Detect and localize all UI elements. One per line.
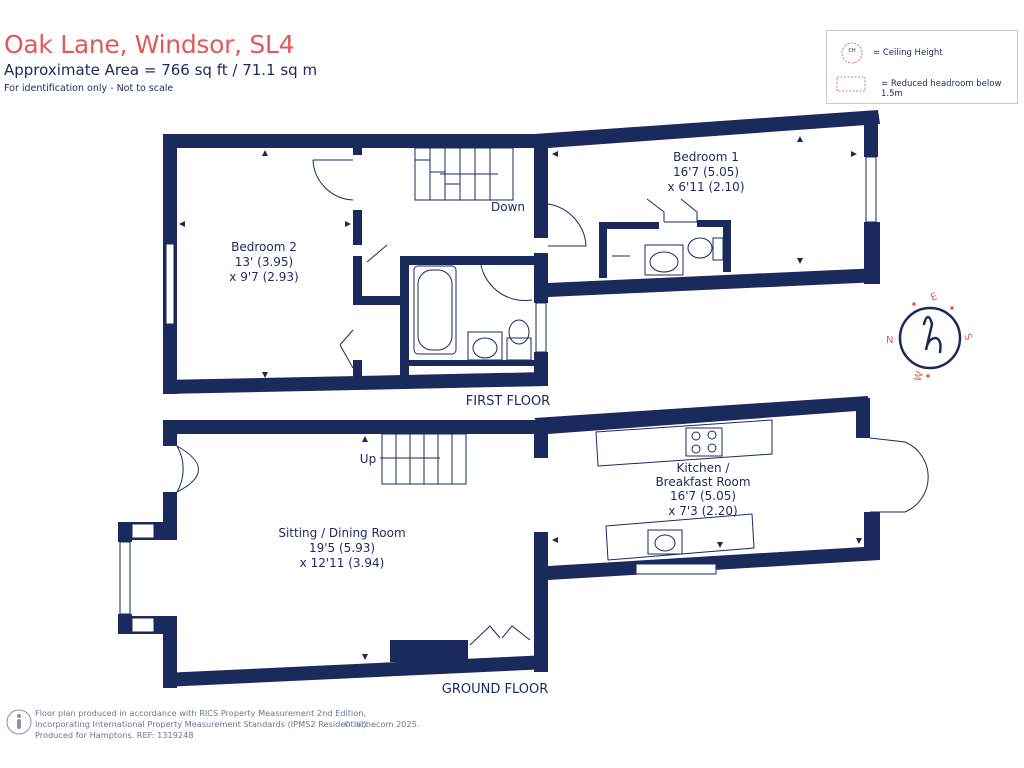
compass-n: N <box>886 335 893 346</box>
legend-box: CH = Ceiling Height = Reduced headroom b… <box>826 30 1018 104</box>
sitting-dim1: 19'5 (5.93) <box>309 541 375 555</box>
first-floor-fixtures <box>165 147 877 369</box>
kitchen-name2: Breakfast Room <box>655 475 750 489</box>
room-labels: Bedroom 2 13' (3.95) x 9'7 (2.93) Bedroo… <box>229 150 750 697</box>
kitchen-dim2: x 7'3 (2.20) <box>668 504 737 518</box>
compass-e: E <box>929 291 939 304</box>
property-title: Oak Lane, Windsor, SL4 <box>4 30 295 59</box>
ground-floor-walls <box>118 396 880 688</box>
compass-s: S <box>961 332 974 342</box>
legend-symbols: CH <box>836 42 866 92</box>
first-floor-label: FIRST FLOOR <box>466 394 550 409</box>
compass-w: W <box>912 370 926 383</box>
footer-line3: Produced for Hamptons. REF: 1319248 <box>35 730 194 740</box>
identification-note: For identification only - Not to scale <box>4 83 174 94</box>
stairs-down-label: Down <box>491 200 525 214</box>
footer-line2: Incorporating International Property Mea… <box>35 719 370 729</box>
approximate-area: Approximate Area = 766 sq ft / 71.1 sq m <box>4 61 318 79</box>
stairs-up-label: Up <box>360 452 376 466</box>
compass-rose: N E S W <box>886 291 974 383</box>
bedroom1-dim1: 16'7 (5.05) <box>673 165 739 179</box>
ground-floor-fixtures <box>119 419 929 646</box>
ground-floor-label: GROUND FLOOR <box>442 682 548 697</box>
bedroom2-dim2: x 9'7 (2.93) <box>229 270 298 284</box>
dimension-markers <box>179 136 862 660</box>
bedroom1-name: Bedroom 1 <box>673 150 739 164</box>
legend-ceiling-height: = Ceiling Height <box>873 48 943 58</box>
bedroom1-dim2: x 6'11 (2.10) <box>667 180 744 194</box>
sitting-name: Sitting / Dining Room <box>278 526 405 540</box>
bedroom2-dim1: 13' (3.95) <box>235 255 293 269</box>
footer-person-icon <box>6 709 32 735</box>
kitchen-name1: Kitchen / <box>677 461 731 475</box>
footer-copyright: © nichecom 2025. <box>343 719 420 729</box>
kitchen-dim1: 16'7 (5.05) <box>670 489 736 503</box>
footer-notes: Floor plan produced in accordance with R… <box>35 708 369 741</box>
footer-line1: Floor plan produced in accordance with R… <box>35 708 367 718</box>
sitting-dim2: x 12'11 (3.94) <box>300 556 385 570</box>
legend-reduced-headroom: = Reduced headroom below 1.5m <box>881 79 1002 99</box>
ch-symbol: CH <box>848 48 855 54</box>
bedroom2-name: Bedroom 2 <box>231 240 297 254</box>
